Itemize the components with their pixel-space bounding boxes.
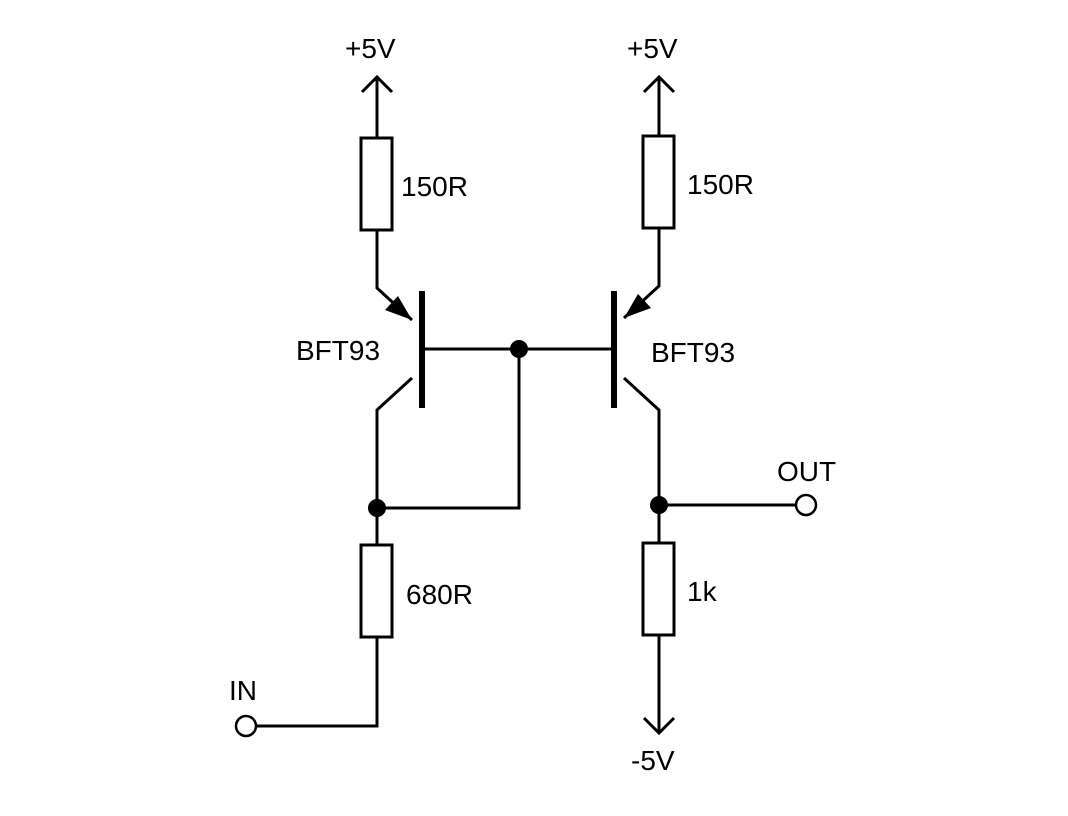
right-emitter-resistor-label: 150R xyxy=(687,169,754,200)
input-resistor-label: 680R xyxy=(406,579,473,610)
feedback-wire xyxy=(377,349,521,510)
left-supply-label: +5V xyxy=(345,33,396,64)
right-emitter-resistor xyxy=(641,134,676,230)
input-terminal xyxy=(234,714,258,738)
right-supply-label: +5V xyxy=(627,33,678,64)
left-transistor xyxy=(375,230,425,508)
right-transistor-label: BFT93 xyxy=(651,337,735,368)
negative-supply-arrow xyxy=(642,635,676,736)
left-emitter-resistor xyxy=(359,136,394,232)
output-label: OUT xyxy=(777,456,836,487)
left-emitter-resistor-label: 150R xyxy=(401,171,468,202)
right-supply-arrow xyxy=(642,74,676,136)
load-resistor xyxy=(641,541,676,637)
right-transistor xyxy=(611,228,661,505)
input-wire xyxy=(256,637,379,728)
load-resistor-label: 1k xyxy=(687,576,718,607)
input-resistor xyxy=(359,543,394,639)
left-transistor-label: BFT93 xyxy=(296,335,380,366)
input-label: IN xyxy=(229,675,257,706)
output-terminal xyxy=(794,493,818,517)
negative-supply-label: -5V xyxy=(631,745,675,776)
left-supply-arrow xyxy=(360,74,394,138)
